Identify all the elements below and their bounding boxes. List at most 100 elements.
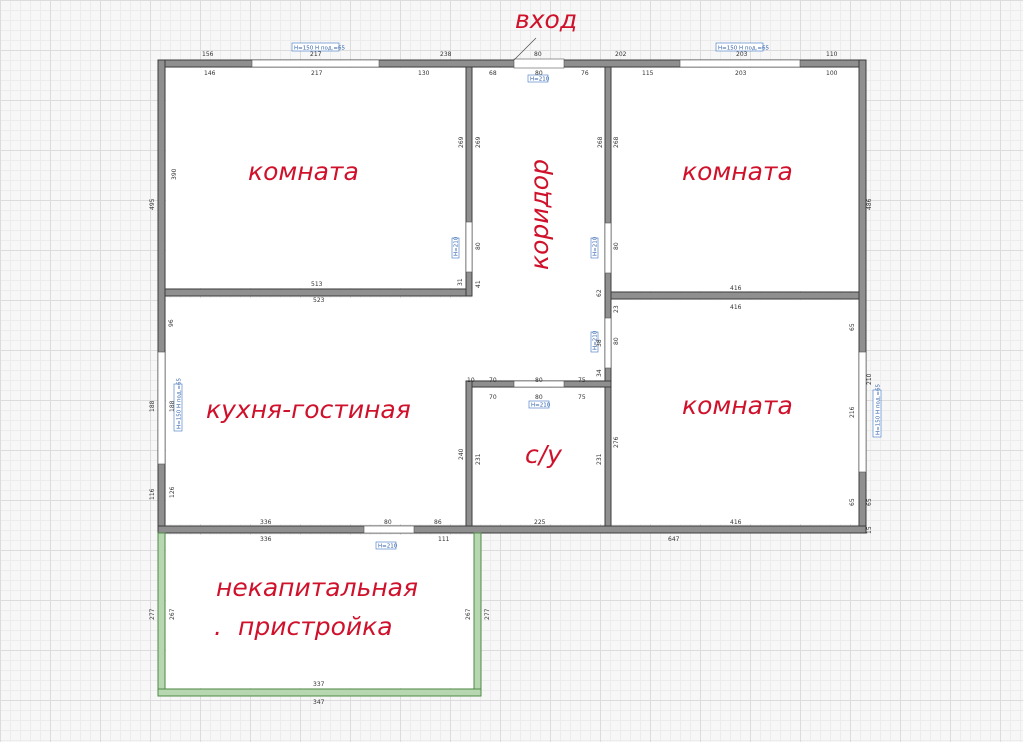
door-room-mid-right xyxy=(604,317,612,369)
dim-label: 80 xyxy=(384,519,392,526)
svg-text:H=150 Н под.=65: H=150 Н под.=65 xyxy=(876,383,882,435)
svg-text:H=210: H=210 xyxy=(593,236,599,256)
room-label-annex-line2: пристройка xyxy=(238,612,393,641)
dim-label: 75 xyxy=(578,377,586,384)
dim-label: 126 xyxy=(169,486,176,498)
dim-label: 116 xyxy=(149,488,156,500)
dim-label: 231 xyxy=(596,453,603,465)
window-room-mid-right xyxy=(858,351,867,473)
dim-label: 390 xyxy=(171,168,178,180)
dim-label: 203 xyxy=(736,51,748,58)
dim-label: 130 xyxy=(418,70,430,77)
dim-label: 41 xyxy=(475,280,482,288)
dim-label: 70 xyxy=(489,394,497,401)
svg-text:H=210: H=210 xyxy=(454,236,460,256)
room-label-corridor: коридор xyxy=(525,159,554,270)
window-top-right xyxy=(679,59,801,68)
floor-room-mid-right xyxy=(611,300,859,524)
door-room-right xyxy=(604,222,612,274)
dim-label: 276 xyxy=(613,436,620,448)
door-marker-bath: H=210 xyxy=(528,400,551,409)
dim-label: 495 xyxy=(149,198,156,210)
floor-room-top-right xyxy=(611,68,859,291)
room-label-mid-right: комната xyxy=(682,391,793,420)
dim-label: 216 xyxy=(849,406,856,418)
dim-label: 86 xyxy=(434,519,442,526)
room-label-top-left: комната xyxy=(248,157,359,186)
floor-room-top-left xyxy=(166,68,466,288)
entrance-door-swing xyxy=(513,37,537,61)
dim-label: 96 xyxy=(168,319,175,327)
dim-label: 80 xyxy=(613,337,620,345)
dim-label: 225 xyxy=(534,519,546,526)
wall-corridor-right xyxy=(604,66,612,527)
dim-label: 100 xyxy=(826,70,838,77)
dim-label: 156 xyxy=(202,51,214,58)
dim-label: 80 xyxy=(535,70,543,77)
dim-label: 277 xyxy=(149,608,156,620)
dim-label: 115 xyxy=(642,70,654,77)
dim-label: 513 xyxy=(311,281,323,288)
dim-label: 267 xyxy=(169,608,176,620)
room-label-annex-dot: . xyxy=(214,612,222,641)
dim-label: 65 xyxy=(849,498,856,506)
dim-label: 10 xyxy=(467,377,475,384)
entrance-label: вход xyxy=(515,5,577,34)
dim-label: 416 xyxy=(730,519,742,526)
dim-label: 65 xyxy=(866,498,873,506)
dim-label: 523 xyxy=(313,297,325,304)
door-bath xyxy=(513,380,565,388)
dim-label: 203 xyxy=(735,70,747,77)
room-label-bathroom: с/у xyxy=(525,440,563,469)
dim-label: 486 xyxy=(866,198,873,210)
wall-room-left-right xyxy=(465,66,473,297)
dim-label: 336 xyxy=(260,536,272,543)
wall-room-left-bottom xyxy=(164,288,473,297)
dim-label: 80 xyxy=(535,394,543,401)
dim-label: 31 xyxy=(457,278,464,286)
door-marker-room-left: H=210 xyxy=(451,236,460,259)
floor-kitchen-living xyxy=(166,298,466,524)
dim-label: 268 xyxy=(613,136,620,148)
floor-bathroom xyxy=(472,388,605,524)
window-marker-top-right: H=150 Н под.=65 xyxy=(715,42,770,52)
dim-label: 277 xyxy=(484,608,491,620)
dim-label: 238 xyxy=(440,51,452,58)
wall-annex-bottom xyxy=(157,688,482,697)
dim-label: 202 xyxy=(615,51,627,58)
dim-label: 70 xyxy=(489,377,497,384)
wall-room-right-bottom xyxy=(610,291,860,300)
dim-label: 416 xyxy=(730,285,742,292)
dim-label: 80 xyxy=(534,51,542,58)
dim-label: 80 xyxy=(535,377,543,384)
dim-label: 38 xyxy=(596,339,603,347)
dim-label: 111 xyxy=(438,536,450,543)
wall-outer-bottom xyxy=(157,525,867,534)
wall-bath-left xyxy=(465,380,473,527)
dim-label: 110 xyxy=(826,51,838,58)
door-marker-entrance: H=210 xyxy=(527,74,550,83)
dim-label: 62 xyxy=(596,289,603,297)
dim-label: 80 xyxy=(475,242,482,250)
window-kitchen-left xyxy=(157,351,166,465)
door-annex xyxy=(363,525,415,534)
dim-label: 269 xyxy=(458,136,465,148)
floor-annex xyxy=(166,535,474,688)
dim-label: 336 xyxy=(260,519,272,526)
dim-label: 34 xyxy=(596,369,603,377)
dim-label: 267 xyxy=(465,608,472,620)
dim-label: 416 xyxy=(730,304,742,311)
svg-text:H=210: H=210 xyxy=(593,330,599,350)
wall-annex-left xyxy=(157,532,166,697)
dim-label: 217 xyxy=(310,51,322,58)
dim-label: 80 xyxy=(613,242,620,250)
dim-label: 210 xyxy=(866,373,873,385)
window-marker-room-right: H=150 Н под.=65 xyxy=(872,383,882,438)
dim-label: 68 xyxy=(489,70,497,77)
dim-label: 647 xyxy=(668,536,680,543)
dim-label: 268 xyxy=(597,136,604,148)
dim-label: 337 xyxy=(313,681,325,688)
window-marker-top-left: H=150 Н под.=65 xyxy=(291,42,346,52)
dim-label: 188 xyxy=(149,400,156,412)
